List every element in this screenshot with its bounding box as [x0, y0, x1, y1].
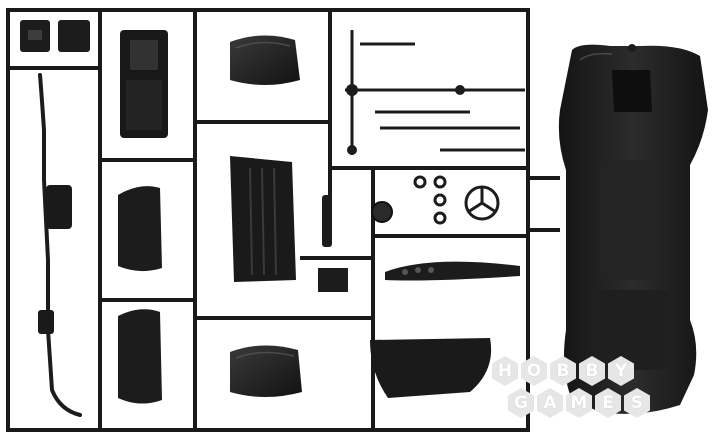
- watermark-line2: G A M E S: [508, 388, 650, 418]
- highlights: [235, 41, 613, 359]
- bench-panel: [230, 156, 296, 282]
- axle-hubs: [346, 84, 465, 155]
- exhaust-pipe: [38, 73, 82, 417]
- watermark-letter: M: [566, 388, 592, 418]
- car-chassis: [558, 44, 708, 414]
- muffler-lower: [38, 310, 54, 334]
- headlight: [371, 201, 393, 223]
- axles: [345, 30, 525, 155]
- watermark-letter: H: [492, 356, 518, 386]
- watermark-letter: S: [624, 388, 650, 418]
- watermark-letter: G: [508, 388, 534, 418]
- dashboard: [385, 261, 520, 281]
- watermark-line1: H O B B Y: [492, 356, 634, 386]
- bracket-part: [318, 268, 348, 292]
- watermark-letter: A: [537, 388, 563, 418]
- seat-top: [230, 35, 300, 85]
- watermark-letter: Y: [608, 356, 634, 386]
- small-rings: [413, 175, 447, 225]
- strut-part: [322, 195, 332, 247]
- engine-block: [120, 30, 168, 138]
- watermark-letter: B: [550, 356, 576, 386]
- fender-upper: [118, 186, 162, 272]
- steering-wheel: [464, 185, 500, 221]
- seat-bottom: [230, 345, 302, 397]
- watermark-letter: B: [579, 356, 605, 386]
- fender-lower: [118, 309, 162, 404]
- watermark-letter: E: [595, 388, 621, 418]
- gauges: [402, 267, 434, 275]
- floor-pan: [370, 338, 492, 398]
- small-panels: [20, 20, 90, 52]
- watermark-letter: O: [521, 356, 547, 386]
- muffler-upper: [46, 185, 72, 229]
